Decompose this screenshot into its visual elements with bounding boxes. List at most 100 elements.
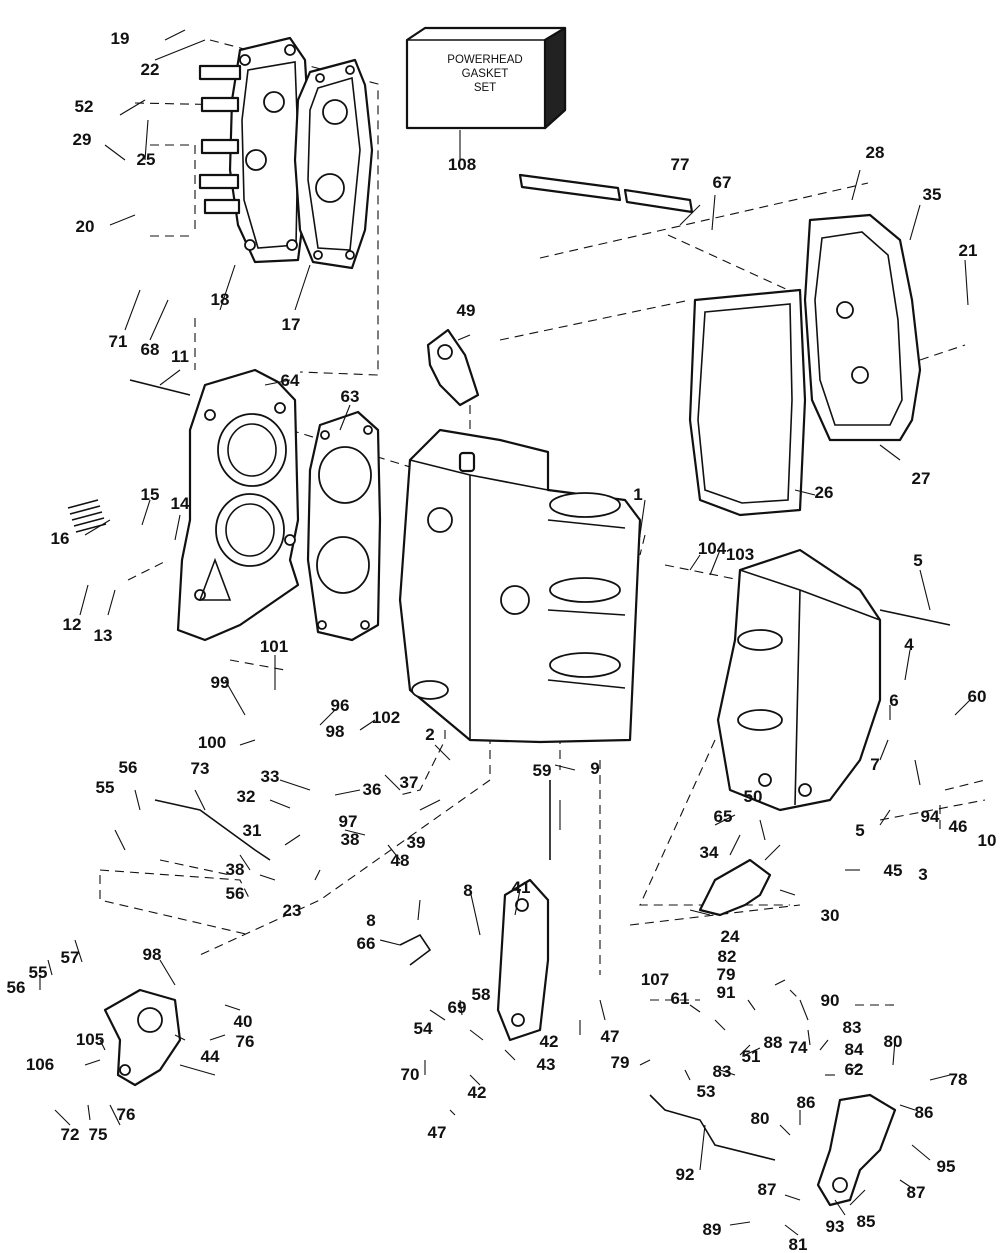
callout-102: 102	[372, 708, 400, 727]
callout-1: 1	[633, 485, 642, 504]
callout-32: 32	[237, 787, 256, 806]
callout-95: 95	[937, 1157, 956, 1176]
callout-78: 78	[949, 1070, 968, 1089]
callout-70: 70	[401, 1065, 420, 1084]
crankcase-half	[716, 548, 882, 812]
callout-94: 94	[921, 807, 940, 826]
callout-24: 24	[721, 927, 740, 946]
callout-99: 99	[211, 673, 230, 692]
cylinder-head	[176, 368, 300, 642]
control-bracket	[103, 988, 182, 1087]
callout-48: 48	[391, 851, 410, 870]
callout-103: 103	[726, 545, 754, 564]
callout-80-right: 80	[884, 1032, 903, 1051]
callout-84: 84	[845, 1040, 864, 1059]
tie-rod	[518, 173, 694, 214]
callout-106: 106	[26, 1055, 54, 1074]
callout-38-left: 38	[226, 860, 245, 879]
callout-68: 68	[141, 340, 160, 359]
cylinder-block	[398, 428, 642, 744]
gasket-set-box	[405, 26, 567, 130]
callout-56-upper: 56	[119, 758, 138, 777]
leader-lines	[39, 29, 971, 1236]
callout-55-lower: 55	[29, 963, 48, 982]
callout-19: 19	[111, 29, 130, 48]
callout-54: 54	[414, 1019, 433, 1038]
callout-20: 20	[76, 217, 95, 236]
callout-72: 72	[61, 1125, 80, 1144]
gasket-set-box-label: POWERHEAD GASKET SET	[447, 54, 522, 94]
callout-77: 77	[671, 155, 690, 174]
callout-76-upper: 76	[236, 1032, 255, 1051]
callout-93: 93	[826, 1217, 845, 1236]
callout-79-lower: 79	[611, 1053, 630, 1072]
callout-104: 104	[698, 539, 727, 558]
callout-12: 12	[63, 615, 82, 634]
callout-83-right: 83	[843, 1018, 862, 1037]
callout-45: 45	[884, 861, 903, 880]
shift-linkage-rod	[154, 799, 776, 1161]
exhaust-cover-gasket	[293, 58, 374, 270]
callout-27: 27	[912, 469, 931, 488]
callout-107: 107	[641, 970, 669, 989]
callout-105: 105	[76, 1030, 104, 1049]
throttle-arm	[496, 878, 550, 1042]
callout-5-upper: 5	[913, 551, 922, 570]
callout-62: 62	[845, 1060, 864, 1079]
callout-64: 64	[281, 371, 300, 390]
throttle-lever	[698, 858, 772, 917]
callout-66: 66	[357, 934, 376, 953]
callout-100: 100	[198, 733, 226, 752]
callout-47-left: 47	[428, 1123, 447, 1142]
callout-2: 2	[425, 725, 434, 744]
callout-37: 37	[400, 773, 419, 792]
callout-23: 23	[283, 901, 302, 920]
callout-17: 17	[282, 315, 301, 334]
callout-31: 31	[243, 821, 262, 840]
callout-10: 10	[978, 831, 997, 850]
callout-87-left: 87	[758, 1180, 777, 1199]
callout-56-mid: 56	[226, 884, 245, 903]
callout-41: 41	[512, 878, 531, 897]
callout-38-right: 38	[341, 830, 360, 849]
callout-55-upper: 55	[96, 778, 115, 797]
callout-101: 101	[260, 637, 288, 656]
callout-51: 51	[742, 1047, 761, 1066]
callout-8-left: 8	[366, 911, 375, 930]
exhaust-cover-outer	[198, 36, 310, 264]
callout-63: 63	[341, 387, 360, 406]
callout-8-right: 8	[463, 881, 472, 900]
callout-44: 44	[201, 1047, 220, 1066]
callout-22: 22	[141, 60, 160, 79]
callout-98-lower: 98	[143, 945, 162, 964]
crankcase-cover-gasket	[688, 288, 807, 517]
callout-50: 50	[744, 787, 763, 806]
callout-13: 13	[94, 626, 113, 645]
callout-61: 61	[671, 989, 690, 1008]
callout-74: 74	[789, 1038, 808, 1057]
callout-86-upper: 86	[797, 1093, 816, 1112]
lifting-eye	[426, 328, 480, 407]
callout-97: 97	[339, 812, 358, 831]
callout-88: 88	[764, 1033, 783, 1052]
callout-96: 96	[331, 696, 350, 715]
callout-47-right: 47	[601, 1027, 620, 1046]
callout-numbers: 1 2 3 4 5 5 6 7 8 8 9 10 11 12 13 14 15 …	[7, 29, 997, 1253]
callout-53: 53	[697, 1082, 716, 1101]
callout-21: 21	[959, 241, 978, 260]
callout-15: 15	[141, 485, 160, 504]
callout-67: 67	[713, 173, 732, 192]
thermostat-spring	[67, 499, 107, 533]
callout-89: 89	[703, 1220, 722, 1239]
cylinder-head-gasket	[306, 410, 382, 642]
callout-40: 40	[234, 1012, 253, 1031]
callout-39: 39	[407, 833, 426, 852]
callout-83-left: 83	[713, 1062, 732, 1081]
callout-33: 33	[261, 767, 280, 786]
crankcase-cover	[803, 213, 922, 442]
callout-75: 75	[89, 1125, 108, 1144]
callout-58: 58	[472, 985, 491, 1004]
callout-71: 71	[109, 332, 128, 351]
callout-91: 91	[717, 983, 736, 1002]
